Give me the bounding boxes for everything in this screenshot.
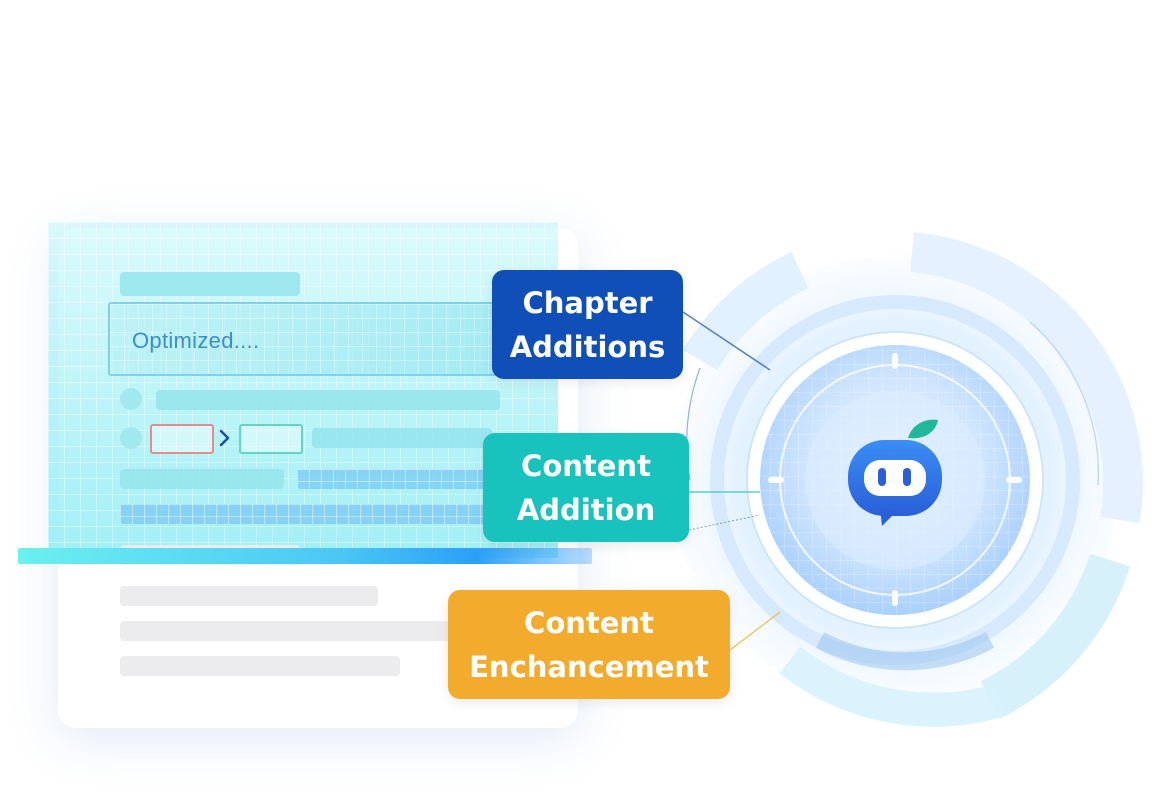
chapter-additions-tag: Chapter Additions xyxy=(492,270,683,379)
content-addition-tag-line2: Addition xyxy=(516,492,656,527)
doc-line xyxy=(120,469,284,489)
content-enhancement-tag-line1: Content xyxy=(524,605,654,640)
bullet-dot xyxy=(120,388,142,410)
doc-line-highlighted xyxy=(120,504,500,524)
content-addition-tag-line1: Content xyxy=(521,448,651,483)
scan-progress-bar xyxy=(18,548,592,564)
doc-line xyxy=(156,390,500,410)
doc-line xyxy=(120,656,400,676)
chevron-right-icon xyxy=(219,429,230,447)
optimized-field: Optimized.... xyxy=(108,302,508,376)
optimized-status-text: Optimized.... xyxy=(132,328,260,353)
chapter-tag-line2: Additions xyxy=(509,329,666,364)
chapter-tag-line1: Chapter xyxy=(522,285,653,320)
robot-chat-bubble-icon xyxy=(848,419,942,526)
content-enhancement-tag-line2: Enchancement xyxy=(469,649,709,684)
doc-line xyxy=(312,428,492,448)
original-text-box xyxy=(150,424,214,454)
revised-text-box xyxy=(239,424,303,454)
content-addition-tag: Content Addition xyxy=(483,433,689,542)
doc-heading-line xyxy=(120,272,300,296)
doc-line-highlighted xyxy=(297,469,497,489)
content-enhancement-tag: Content Enchancement xyxy=(448,590,730,699)
doc-line xyxy=(120,621,450,641)
doc-line xyxy=(120,586,378,606)
bullet-dot xyxy=(120,427,142,449)
